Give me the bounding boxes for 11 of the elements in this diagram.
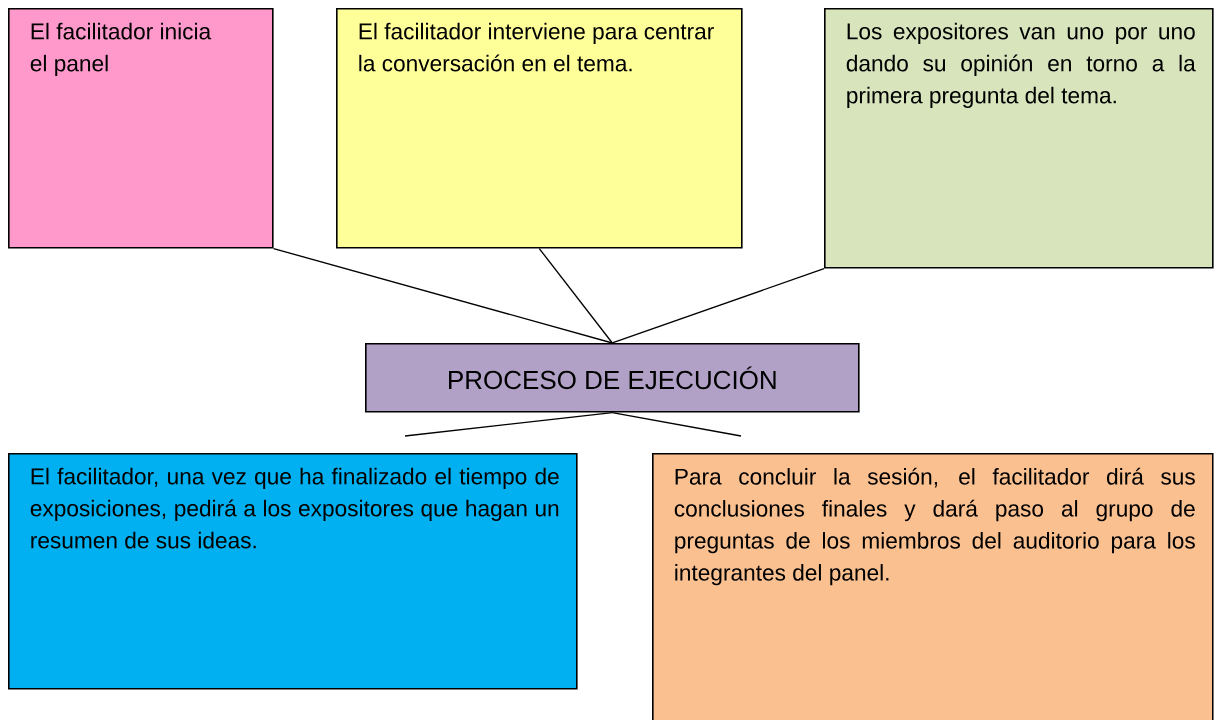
text-box: El facilitador, una vez que ha finalizado el tiempo de exposiciones, pedirá a los expositores que hagan un resumen de sus ideas. <box>8 453 578 690</box>
text-box: Para concluir la sesión, el facilitador dirá sus conclusiones finales y dará paso al grupo de preguntas de los miembros del auditorio para los integrantes del panel. <box>652 453 1214 720</box>
connector-line <box>538 247 613 344</box>
connector-line <box>611 267 825 344</box>
connector-line <box>404 411 613 437</box>
text-box: El facilitador interviene para centrar la conversación en el tema. <box>336 8 743 249</box>
connector-line <box>611 411 742 437</box>
title-box: PROCESO DE EJECUCIÓN <box>365 343 860 413</box>
text-box: Los expositores van uno por uno dando su opinión en torno a la primera pregunta del tema. <box>824 8 1214 269</box>
connector-line <box>272 247 613 344</box>
text-box: El facilitador inicia el panel <box>8 8 274 249</box>
